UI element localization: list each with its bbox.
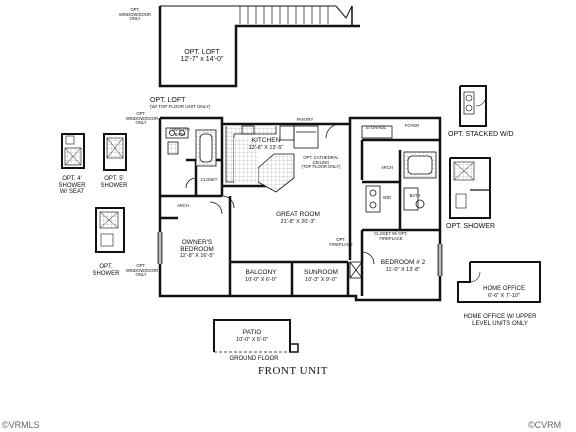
bedroom-2-label: BEDROOM # 2 11'-0" X 13'-8" (380, 259, 426, 273)
patio-plan (213, 319, 299, 353)
opt-shower-left-plan (95, 207, 125, 253)
fixtures (157, 123, 443, 279)
arch-left-label: ARCH (177, 203, 189, 208)
opt-cathedral-label: OPT. CATHEDRAL CEILING (TOP FLOOR ONLY) (301, 155, 341, 170)
main-unit-walls (158, 116, 442, 302)
opt-5-shower-plan (103, 133, 127, 171)
owners-bedroom-label: OWNER'S BEDROOM 12'-8" X 16'-5" (179, 239, 215, 259)
opt-shower-left-label: OPT. SHOWER (92, 264, 120, 277)
patio-label: PATIO 10'-0" X 6'-0" (236, 329, 268, 343)
foyer-label: FOYER (404, 123, 420, 128)
home-office-note: HOME OFFICE W/ UPPER LEVEL UNITS ONLY (463, 314, 537, 327)
wd-label: W/D (382, 195, 392, 200)
front-unit-caption: FRONT UNIT (258, 365, 328, 377)
sunroom-label: SUNROOM 10'-3" X 9'-0" (304, 269, 338, 283)
balcony-label: BALCONY 10'-0" X 6'-0" (245, 269, 277, 283)
owners-bath-label: OWNER'S BATH (170, 127, 190, 137)
closet-fireplace-label: CLOSET W/ OPT. FIREPLACE (374, 231, 408, 241)
arch-right-label: ARCH (381, 165, 393, 170)
opt-loft-plan (158, 5, 360, 88)
window-note-top: OPT. WINDOW/DOOR ONLY (118, 7, 152, 22)
stair-icon (239, 6, 329, 24)
opt-loft-note: OPT. LOFT (W/ TOP FLOOR UNIT ONLY) (150, 97, 211, 109)
opt-5-shower-label: OPT. 5' SHOWER (100, 176, 128, 189)
home-office-label: HOME OFFICE 6'-6" x 7'-10" (483, 286, 525, 299)
kitchen-label: KITCHEN 13'-8" X 13'-5" (248, 137, 284, 151)
great-room-label: GREAT ROOM 21'-8" X 20'-3" (276, 211, 320, 225)
home-office-plan (457, 261, 541, 303)
storage-label: STORAGE (365, 125, 387, 130)
opt-stacked-wd-label: OPT. STACKED W/D (448, 131, 514, 138)
opt-shower-right-plan (449, 157, 491, 219)
window-note-bottom: OPT. WINDOW/DOOR ONLY (126, 263, 159, 278)
opt-shower-right-label: OPT. SHOWER (446, 223, 496, 230)
opt-fireplace-label: OPT. FIREPLACE (329, 237, 353, 247)
bath-label: BATH (409, 193, 421, 198)
watermark-right: ©CVRM (528, 420, 562, 430)
ground-floor-label: GROUND FLOOR (229, 356, 279, 362)
opt-4-shower-plan (61, 133, 85, 169)
watermark-left: ©VRMLS (2, 420, 40, 430)
closet-label: CLOSET (200, 177, 218, 182)
pantry-label: PANTRY (296, 117, 314, 122)
window-note-mid: OPT. WINDOW/DOOR ONLY (126, 111, 159, 126)
opt-4-shower-label: OPT. 4' SHOWER W/ SEAT (58, 176, 86, 195)
opt-loft-label: OPT. LOFT 12'-7" x 14'-0" (180, 49, 224, 63)
opt-stacked-wd-plan (459, 85, 487, 127)
